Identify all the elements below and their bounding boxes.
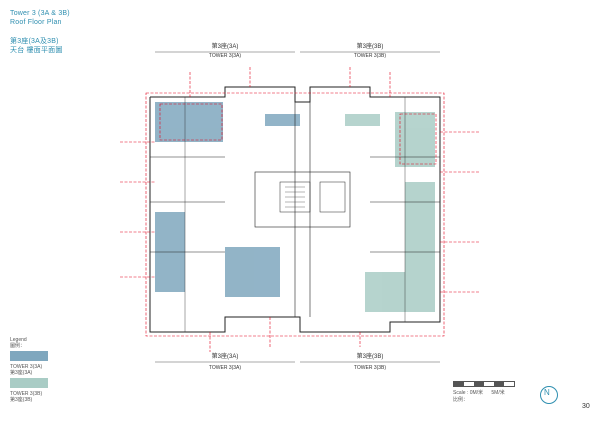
bottom-label-right-en: TOWER 3(3B) <box>354 365 386 371</box>
floor-title-zh: 天台 樓面平面圖 <box>10 47 63 54</box>
building-outline <box>149 86 441 333</box>
legend: Legend 圖例： TOWER 3(3A) 第3座(3A) TOWER 3(3… <box>10 337 48 403</box>
tower-3a-shaded-areas <box>155 102 300 297</box>
legend-title-zh: 圖例： <box>10 343 26 349</box>
scale-label-en: Scale : <box>453 390 469 396</box>
tower-3b-area-se <box>365 272 435 312</box>
bottom-label-left-zh: 第3座(3A) <box>212 352 239 360</box>
north-arrow-icon: N <box>540 386 558 404</box>
top-label-right-zh: 第3座(3B) <box>357 42 384 50</box>
bottom-dimension-labels: 第3座(3A) TOWER 3(3A) 第3座(3B) TOWER 3(3B) <box>155 352 440 371</box>
legend-swatch-tower-3b <box>10 378 48 388</box>
tower-3b-area-n <box>345 114 380 126</box>
scale-zero: 0M/米 <box>469 390 484 396</box>
legend-item-3b-en: TOWER 3(3B) <box>10 391 43 397</box>
tower-3a-area-nw <box>155 102 223 142</box>
top-label-right-en: TOWER 3(3B) <box>354 53 386 59</box>
legend-title-en: Legend <box>10 337 27 343</box>
legend-item-3b-zh: 第3座(3B) <box>10 397 33 403</box>
tower-title-zh: 第3座(3A及3B) <box>10 38 59 45</box>
roof-floor-plan: 第3座(3A) TOWER 3(3A) 第3座(3B) TOWER 3(3B) <box>120 42 480 371</box>
red-boundary-lines <box>120 67 480 352</box>
tower-3b-shaded-areas <box>345 112 435 312</box>
top-dimension-labels: 第3座(3A) TOWER 3(3A) 第3座(3B) TOWER 3(3B) <box>155 42 440 59</box>
tower-3b-area-e <box>405 182 435 272</box>
tower-title-en: Tower 3 (3A & 3B) <box>10 10 70 17</box>
bottom-label-right-zh: 第3座(3B) <box>357 352 384 360</box>
scale-five: 5M/米 <box>491 390 505 396</box>
scale-label-zh: 比例： <box>453 397 469 403</box>
floor-title-en: Roof Floor Plan <box>10 19 62 26</box>
legend-item-3a-en: TOWER 3(3A) <box>10 364 43 370</box>
scale-bar: Scale : 0M/米 5M/米 比例： <box>453 381 515 403</box>
bottom-label-left-en: TOWER 3(3A) <box>209 365 241 371</box>
legend-item-3a-zh: 第3座(3A) <box>10 370 33 376</box>
tower-3a-area-n <box>265 114 300 126</box>
stair-core <box>285 186 305 208</box>
legend-swatch-tower-3a <box>10 351 48 361</box>
tower-3b-area-ne <box>395 112 435 167</box>
scale-graphic <box>453 381 515 387</box>
top-label-left-en: TOWER 3(3A) <box>209 53 241 59</box>
tower-3a-area-sw <box>225 247 280 297</box>
page-number: 30 <box>582 403 590 410</box>
top-label-left-zh: 第3座(3A) <box>212 42 239 50</box>
